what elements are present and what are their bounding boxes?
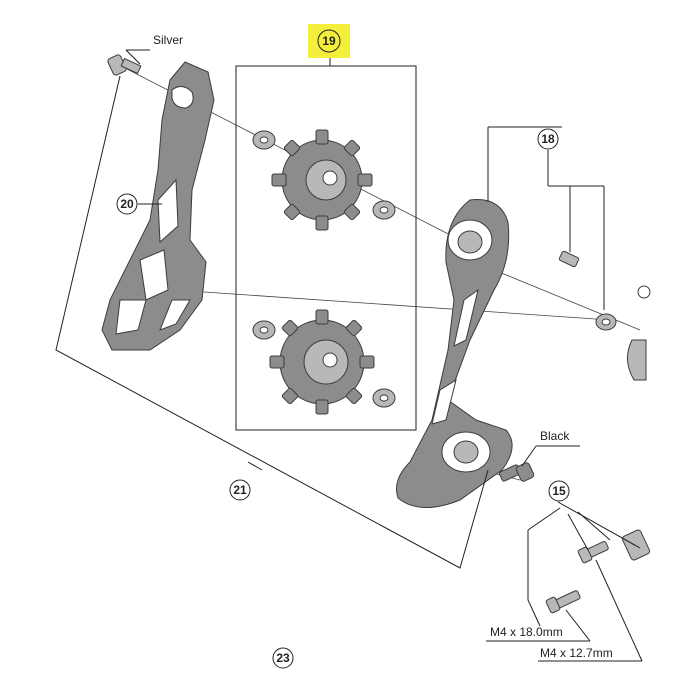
label-silver: Silver bbox=[153, 33, 183, 47]
callout-20[interactable]: 20 bbox=[116, 193, 138, 215]
spacer-partial[interactable] bbox=[621, 529, 651, 561]
svg-text:15: 15 bbox=[552, 484, 566, 498]
tension-pulley[interactable] bbox=[269, 309, 375, 415]
callout-23[interactable]: 23 bbox=[272, 647, 294, 669]
svg-text:20: 20 bbox=[120, 197, 134, 211]
guide-pulley[interactable] bbox=[271, 129, 373, 231]
silver-bolt[interactable] bbox=[107, 54, 142, 76]
svg-text:18: 18 bbox=[541, 132, 555, 146]
black-bolt[interactable] bbox=[498, 462, 535, 482]
label-black: Black bbox=[540, 429, 570, 443]
callout-lines bbox=[55, 49, 643, 662]
cage-stopper-pin[interactable] bbox=[558, 250, 580, 268]
label-bolt-m4-12-7: M4 x 12.7mm bbox=[540, 646, 613, 660]
lower-washer-right[interactable] bbox=[372, 388, 396, 408]
upper-washer-right[interactable] bbox=[372, 200, 396, 220]
callout-15[interactable]: 15 bbox=[548, 480, 570, 502]
cage-washer[interactable] bbox=[595, 313, 617, 331]
lower-washer-left[interactable] bbox=[252, 320, 276, 340]
callout-21[interactable]: 21 bbox=[229, 479, 251, 501]
svg-text:19: 19 bbox=[322, 34, 336, 48]
pulley-set-box bbox=[235, 65, 417, 431]
inner-cage-plate[interactable] bbox=[396, 198, 513, 509]
spring-partial[interactable] bbox=[627, 285, 651, 381]
svg-text:23: 23 bbox=[276, 651, 290, 665]
upper-washer-left[interactable] bbox=[252, 130, 276, 150]
svg-text:21: 21 bbox=[233, 483, 247, 497]
bolt-m4-18[interactable] bbox=[545, 590, 581, 614]
callout-19[interactable]: 19 bbox=[308, 24, 350, 58]
label-bolt-m4-18: M4 x 18.0mm bbox=[490, 625, 563, 639]
outer-cage-plate[interactable] bbox=[101, 61, 215, 351]
callout-18[interactable]: 18 bbox=[537, 128, 559, 150]
bolt-m4-12-7[interactable] bbox=[577, 541, 609, 564]
